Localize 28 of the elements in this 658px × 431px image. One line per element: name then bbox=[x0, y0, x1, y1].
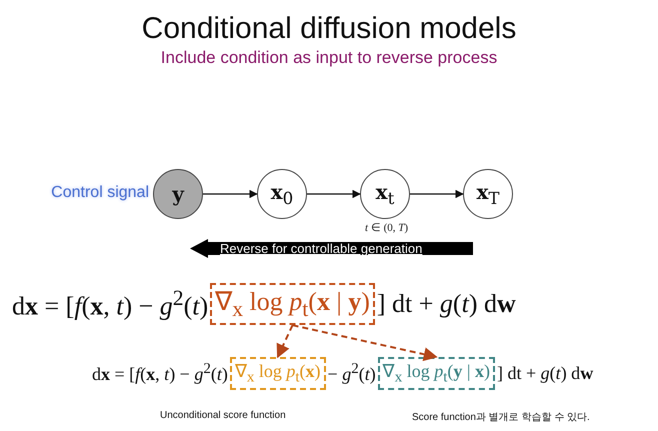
score-term-box: ∇$_{x}$ log p$_{t}$(x) bbox=[230, 357, 326, 390]
variable-node bbox=[257, 169, 307, 219]
note-text: Score function과 별개로 학습할 수 있다. bbox=[412, 411, 590, 424]
arrow bbox=[410, 190, 464, 198]
title: Conditional diffusion models bbox=[142, 12, 516, 46]
node-label: x$_{0}$ bbox=[270, 180, 294, 208]
variable-node bbox=[463, 169, 513, 219]
note-text: Unconditional score function bbox=[160, 410, 286, 421]
equation-text: ] dt + g(t) dw bbox=[497, 362, 594, 384]
node-label: y bbox=[172, 182, 184, 206]
score-term-box: ∇$_{x}$ log p$_{t}$(x | y) bbox=[210, 283, 375, 326]
equation-text: ] dt + g(t) dw bbox=[376, 289, 516, 320]
node-label: x$_{T}$ bbox=[476, 180, 500, 208]
variable-node bbox=[360, 169, 410, 219]
node-caption: t ∈ (0, T) bbox=[365, 221, 408, 234]
equation-text: − g$^{2}$(t) bbox=[328, 361, 376, 386]
node-label: x$_{t}$ bbox=[376, 180, 394, 208]
arrow bbox=[276, 324, 294, 358]
variable-node bbox=[153, 169, 203, 219]
score-term-box: ∇$_{x}$ log p$_{t}$(y | x) bbox=[378, 357, 496, 390]
equation-text: dx = [f(x, t) − g$^{2}$(t) bbox=[92, 361, 228, 386]
arrow bbox=[292, 324, 438, 362]
node-caption: Control signal bbox=[51, 184, 149, 202]
direction-arrow-band: Reverse for controllable generation bbox=[190, 239, 473, 258]
arrow bbox=[203, 190, 258, 198]
arrow bbox=[307, 190, 361, 198]
equation-text: dx = [f(x, t) − g$^{2}$(t) bbox=[12, 286, 208, 322]
subtitle: Include condition as input to reverse process bbox=[160, 48, 498, 68]
